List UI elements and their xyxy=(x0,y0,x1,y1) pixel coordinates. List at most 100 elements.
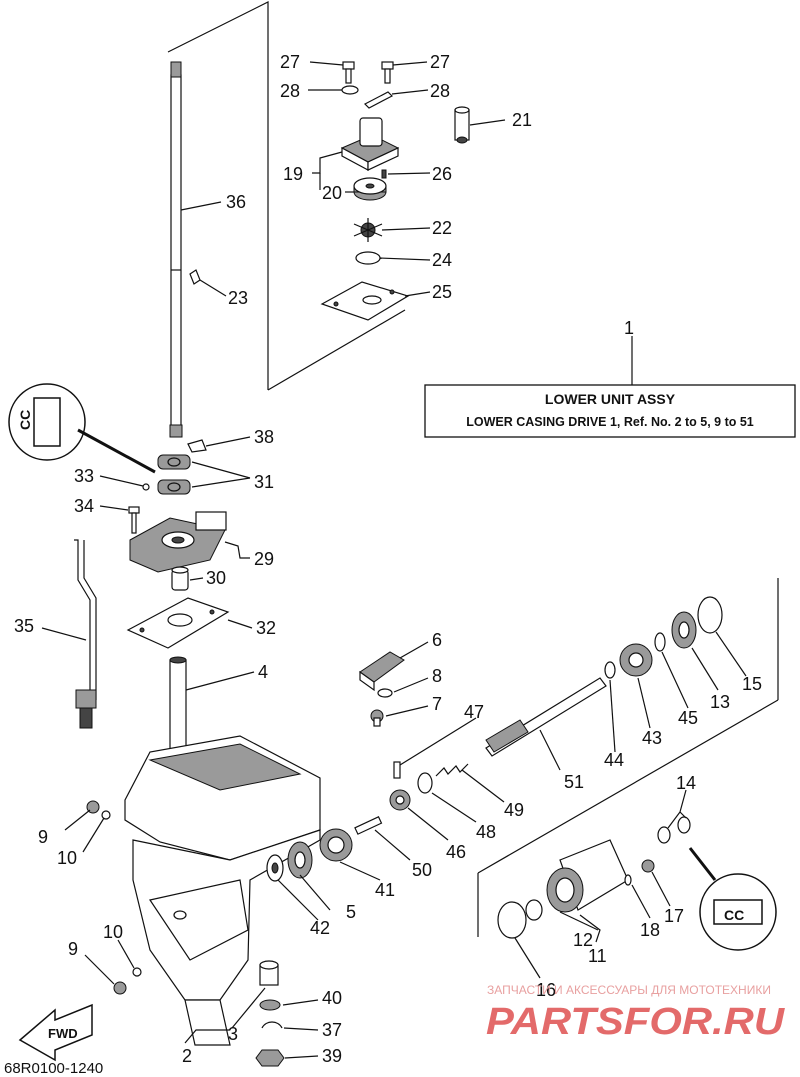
water-tube-4 xyxy=(169,656,187,753)
pin-47 xyxy=(393,761,401,779)
callout-22: 22 xyxy=(432,218,452,238)
callout-37: 37 xyxy=(322,1020,342,1040)
outer-plate-cartridge xyxy=(320,281,410,321)
washer-38 xyxy=(187,439,207,453)
callout-35: 35 xyxy=(14,616,34,636)
callout-labels: 1 2 3 4 5 6 7 8 9 9 10 10 11 12 13 14 15… xyxy=(14,52,762,1066)
o-ring-16 xyxy=(497,901,527,939)
propeller-shaft-frame xyxy=(477,578,779,937)
title-line-2: LOWER CASING DRIVE 1, Ref. No. 2 to 5, 9… xyxy=(466,415,754,429)
seals-14 xyxy=(657,816,691,844)
callout-21: 21 xyxy=(512,110,532,130)
screw-7 xyxy=(370,709,384,727)
callout-24: 24 xyxy=(432,250,452,270)
pump-bolts xyxy=(342,61,394,84)
o-ring-15 xyxy=(697,596,723,634)
callout-1: 1 xyxy=(624,318,634,338)
water-pump-frame xyxy=(167,1,406,391)
callout-42: 42 xyxy=(310,918,330,938)
dog-clutch-46 xyxy=(389,789,411,811)
callout-46: 46 xyxy=(446,842,466,862)
callout-11: 11 xyxy=(588,946,607,966)
leader-lines xyxy=(41,61,747,1059)
pin-26 xyxy=(381,169,387,179)
callout-6: 6 xyxy=(432,630,442,650)
svg-text:CC: CC xyxy=(17,410,33,430)
callout-39: 39 xyxy=(322,1046,342,1066)
impeller xyxy=(353,218,383,242)
callout-7: 7 xyxy=(432,694,442,714)
clip-37 xyxy=(261,1021,283,1029)
spring-49 xyxy=(435,763,469,777)
fwd-label: FWD xyxy=(48,1026,78,1041)
callout-2: 2 xyxy=(182,1046,192,1066)
nut-39 xyxy=(255,1049,285,1067)
callout-23: 23 xyxy=(228,288,248,308)
callout-9-lower: 9 xyxy=(68,939,78,959)
callout-14: 14 xyxy=(676,773,696,793)
oil-seal-30 xyxy=(171,566,189,591)
washer-40 xyxy=(259,999,281,1011)
drive-shaft xyxy=(169,61,183,438)
shift-rod xyxy=(74,539,97,729)
washer-45 xyxy=(654,632,666,652)
bearing-42 xyxy=(266,854,284,882)
ring-48 xyxy=(417,772,433,794)
anode-6 xyxy=(359,651,405,692)
callout-31: 31 xyxy=(254,472,274,492)
callout-16: 16 xyxy=(536,980,556,1000)
pinion-gear-41 xyxy=(319,828,353,862)
diagram-code: 68R0100-1240 xyxy=(4,1060,103,1077)
bolt-34 xyxy=(128,506,140,534)
callout-20: 20 xyxy=(322,183,342,203)
o-ring-24 xyxy=(355,251,381,265)
ball-33 xyxy=(142,483,150,491)
callout-29: 29 xyxy=(254,549,274,569)
callout-36: 36 xyxy=(226,192,246,212)
bearing-housing-11 xyxy=(546,839,629,913)
callout-50: 50 xyxy=(412,860,432,880)
callout-28-right: 28 xyxy=(430,81,450,101)
bolt-17 xyxy=(641,859,655,873)
title-box: LOWER UNIT ASSY LOWER CASING DRIVE 1, Re… xyxy=(424,384,796,438)
bearings-31 xyxy=(157,454,191,495)
washer-18 xyxy=(624,874,632,886)
callout-40: 40 xyxy=(322,988,342,1008)
callout-41: 41 xyxy=(375,880,395,900)
callout-38: 38 xyxy=(254,427,274,447)
callout-8: 8 xyxy=(432,666,442,686)
washer-8 xyxy=(377,688,393,698)
callout-18: 18 xyxy=(640,920,660,940)
title-line-1: LOWER UNIT ASSY xyxy=(545,391,676,407)
watermark: ЗАПЧАСТИ И АКСЕССУАРЫ ДЛЯ МОТОТЕХНИКИ PA… xyxy=(486,983,786,1043)
gasket-32 xyxy=(126,597,230,649)
callout-49: 49 xyxy=(504,800,524,820)
lower-casing xyxy=(124,735,321,1046)
pump-grommets xyxy=(341,85,394,109)
callout-4: 4 xyxy=(258,662,268,682)
callout-28-left: 28 xyxy=(280,81,300,101)
grease-tube-icon-2: CC xyxy=(688,847,777,951)
callout-5: 5 xyxy=(346,902,356,922)
callout-51: 51 xyxy=(564,772,584,792)
callout-45: 45 xyxy=(678,708,698,728)
bearing-13 xyxy=(671,611,697,649)
callout-27-right: 27 xyxy=(430,52,450,72)
fwd-arrow-icon: FWD xyxy=(18,1003,93,1062)
pump-housing xyxy=(340,117,400,172)
callout-3: 3 xyxy=(228,1024,238,1044)
propeller-shaft-51 xyxy=(485,677,607,757)
callout-19: 19 xyxy=(283,164,303,184)
callout-47: 47 xyxy=(464,702,484,722)
oil-seal-housing xyxy=(129,511,227,573)
callout-10-upper: 10 xyxy=(57,848,77,868)
bolt-9-lower xyxy=(113,967,142,995)
watermark-large: PARTSFOR.RU xyxy=(486,1001,786,1043)
callout-12: 12 xyxy=(573,930,593,950)
pump-insert-cartridge xyxy=(353,177,387,201)
bearing-5 xyxy=(287,841,313,879)
watermark-small: ЗАПЧАСТИ И АКСЕССУАРЫ ДЛЯ МОТОТЕХНИКИ xyxy=(487,983,771,997)
svg-text:CC: CC xyxy=(724,907,744,923)
callout-43: 43 xyxy=(642,728,662,748)
